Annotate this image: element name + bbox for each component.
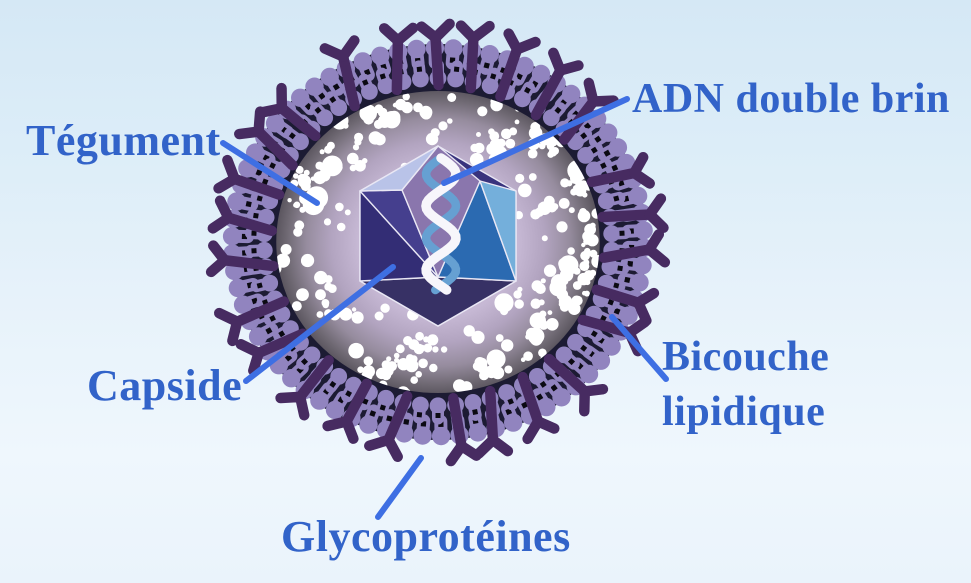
glycoprotein-spike [322,378,372,444]
capsid-face-right [479,180,517,282]
glycoprotein-spike [235,328,308,376]
glycoprotein-spike [207,195,277,237]
glycoprotein-spike [257,82,321,142]
leader-line-adn [441,96,630,186]
label-capside: Capside [87,361,243,410]
label-bicouche-lipidique: Bicouche lipidique [662,334,830,436]
label-adn-double-brin: ADN double brin [632,76,950,122]
glycoprotein-spike [543,353,609,417]
leader-line-bicouche [609,314,669,382]
glycoprotein-spike [517,371,560,445]
glycoprotein-spike [597,193,669,233]
leader-line-tegument [220,140,320,206]
glycoprotein-spike [586,151,655,189]
glycoprotein-spike [213,296,289,347]
label-glycoproteines: Glycoprotéines [281,512,571,561]
glycoprotein-spike [416,18,455,91]
capsid-icosahedron [359,145,517,327]
glycoprotein-spike [473,385,514,459]
glycoprotein-spike [378,22,419,96]
glycoprotein-spike [319,35,360,112]
glycoprotein-spike [530,47,584,121]
glycoprotein-spike [455,20,495,94]
tegument-speckles [267,93,611,400]
leader-line-capside [243,264,396,384]
glycoprotein-spike [205,240,279,278]
label-tegument: Tégument [26,116,221,165]
leader-line-glycoproteines [375,455,424,520]
glycoprotein-spike [275,355,334,421]
glycoprotein-spike [213,154,285,200]
glycoprotein-spikes [205,18,671,467]
glycoprotein-spike [495,28,541,102]
glycoprotein-spike [598,229,671,268]
capsid-face-top-left [359,145,439,192]
leader-lines [220,96,669,520]
glycoprotein-spike [445,392,482,467]
glycoprotein-spike [364,391,413,463]
